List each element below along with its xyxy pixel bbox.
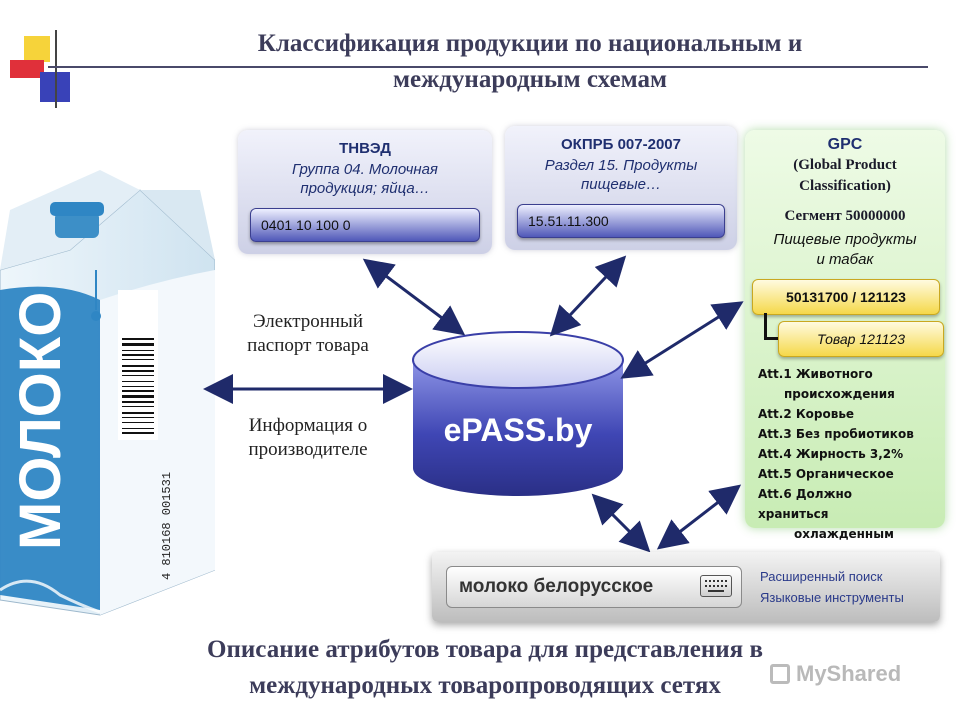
epass-cylinder [412, 331, 624, 496]
barcode-bar [122, 432, 154, 434]
title-rule [48, 66, 928, 68]
gpc-subtitle-line2: Classification) [799, 178, 891, 194]
barcode-bar [122, 417, 154, 418]
barcode-bar [122, 422, 154, 423]
barcode-bar [122, 343, 154, 346]
barcode-bar [122, 354, 154, 356]
advanced-search-link[interactable]: Расширенный поиск [760, 569, 883, 584]
okprb-code: 15.51.11.300 [517, 204, 725, 238]
language-tools-link[interactable]: Языковые инструменты [760, 590, 904, 605]
barcode-bar [122, 401, 154, 403]
arrow-gpc-epass [620, 301, 744, 379]
gpc-connector [764, 313, 783, 340]
gpc-subtitle-line1: (Global Product [793, 157, 897, 173]
barcode-bar [122, 370, 154, 372]
passport-label-line1: Электронный [253, 311, 363, 332]
barcode-digits: 4 810168 001531 [160, 472, 174, 580]
barcode-bar [122, 338, 154, 340]
bottom-title-line2: международных товаропроводящих сетях [249, 672, 721, 699]
tnved-panel: ТНВЭД Группа 04. Молочная продукция; яйц… [238, 130, 492, 254]
epass-label: ePASS.by [443, 412, 593, 448]
watermark-logo: MyShared [770, 660, 940, 692]
barcode-bar [122, 375, 154, 376]
attribute-line: происхождения [784, 387, 895, 401]
barcode-bar [122, 412, 154, 414]
attribute-line: Att.2 Коровье [758, 407, 855, 421]
bottom-title-line1: Описание атрибутов товара для представле… [207, 636, 763, 663]
barcode-bar [122, 390, 154, 392]
passport-label-line2: паспорт товара [247, 335, 369, 356]
page-title-line1: Классификация продукции по национальным … [257, 30, 803, 57]
okprb-title: ОКПРБ 007-2007 [561, 136, 681, 153]
attribute-line: Att.4 Жирность 3,2% [758, 447, 904, 461]
gpc-segment-desc-line2: и табак [816, 251, 874, 268]
gpc-code: 50131700 / 121123 [752, 279, 940, 315]
barcode-bar [122, 350, 154, 351]
gpc-product: Товар 121123 [778, 321, 944, 357]
barcode-bar [122, 428, 154, 429]
gpc-segment: Сегмент 50000000 [784, 208, 906, 224]
arrow-search-gpc [656, 484, 742, 550]
okprb-desc-line2: пищевые… [581, 176, 661, 193]
okprb-desc-line1: Раздел 15. Продукты [544, 157, 698, 174]
page-title: Классификация продукции по национальным … [100, 26, 960, 98]
keyboard-icon[interactable] [700, 575, 732, 597]
bottom-title: Описание атрибутов товара для представле… [60, 632, 910, 704]
tnved-code: 0401 10 100 0 [250, 208, 480, 242]
barcode-bar [122, 381, 154, 382]
page-title-line2: международным схемам [393, 66, 667, 93]
barcode-bar [122, 365, 154, 367]
gpc-title: GPC [827, 136, 863, 153]
search-input[interactable]: молоко белорусское [446, 566, 742, 608]
gpc-segment-desc-line1: Пищевые продукты [773, 231, 917, 248]
manufacturer-label-line1: Информация о [248, 415, 368, 436]
manufacturer-label-line2: производителе [248, 439, 368, 460]
barcode [118, 290, 158, 440]
gpc-attributes: Att.1 Животного происхождения Att.2 Коро… [758, 364, 938, 544]
tnved-desc-line1: Группа 04. Молочная [292, 161, 438, 178]
attribute-line: храниться [758, 507, 829, 521]
tnved-desc-line2: продукция; яйца… [300, 180, 430, 197]
okprb-panel: ОКПРБ 007-2007 Раздел 15. Продукты пищев… [505, 126, 737, 250]
corner-decoration [0, 0, 100, 110]
attribute-line: Att.5 Органическое [758, 467, 894, 481]
attribute-line: Att.3 Без пробиотиков [758, 427, 914, 441]
tnved-title: ТНВЭД [339, 140, 391, 157]
arrow-epass-search [591, 493, 651, 553]
barcode-bar [122, 406, 154, 407]
watermark-icon [770, 664, 790, 685]
barcode-bar [122, 386, 154, 387]
milk-carton-image: МОЛОКО 4 810168 001531 [0, 170, 215, 616]
manufacturer-label: Информация о производителе [210, 414, 406, 462]
carton-text: МОЛОКО [8, 292, 73, 550]
arrow-okprb-epass [549, 255, 627, 337]
passport-label: Электронный паспорт товара [210, 310, 406, 358]
barcode-bar [122, 395, 154, 398]
attribute-line: Att.1 Животного [758, 367, 873, 381]
attribute-line: Att.6 Должно [758, 487, 853, 501]
barcode-bar [122, 359, 154, 360]
attribute-line: охлажденным [794, 527, 894, 541]
watermark-text: MyShared [796, 661, 902, 687]
